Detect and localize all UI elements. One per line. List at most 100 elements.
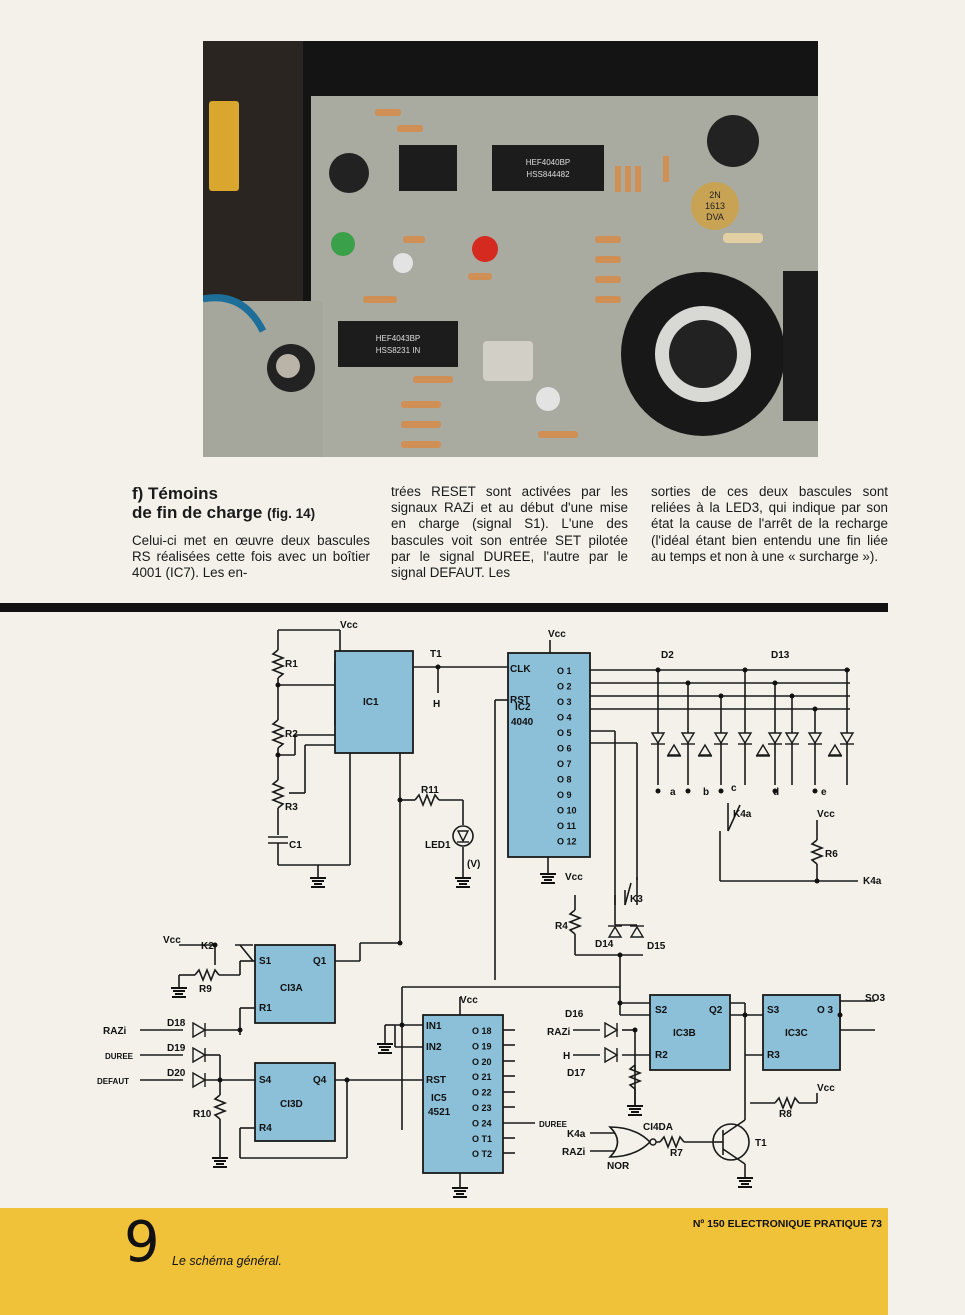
ic3c-label: IC3C (785, 1028, 808, 1039)
ic5-in1: IN1 (426, 1021, 442, 1032)
ic2-label: IC2 (515, 702, 531, 713)
ic3c-r3: R3 (767, 1050, 780, 1061)
figure-caption: Le schéma général. (172, 1254, 282, 1268)
r2-label: R2 (285, 729, 298, 740)
input-duree: DUREE (105, 1052, 134, 1061)
nor-label: NOR (607, 1161, 630, 1172)
d2-label: D2 (661, 650, 674, 661)
k2-label: K2 (201, 941, 214, 952)
ic2-output-pin: O 5 (557, 728, 572, 738)
ic5-in2: IN2 (426, 1042, 442, 1053)
d16-label: D16 (565, 1009, 584, 1020)
c1-label: C1 (289, 840, 302, 851)
ic5-output-pin: O 20 (472, 1057, 492, 1067)
vcc-ic5: Vcc (460, 995, 478, 1006)
ic2-box (507, 652, 591, 858)
r3-label: R3 (285, 802, 298, 813)
duree-output: DUREE (539, 1120, 568, 1129)
ic2-output-pin: O 2 (557, 682, 572, 692)
out-e: e (821, 787, 827, 798)
horizontal-rule (0, 603, 888, 612)
ic5-output-labels: O 18O 19O 20O 21O 22O 23O 24O T1O T2 (472, 1026, 492, 1159)
board-illustration: HEF4040BP HSS844482 HEF4043BP HSS8231 IN… (203, 41, 818, 457)
vcc-k2: Vcc (163, 935, 181, 946)
ic2-output-pin: O 1 (557, 666, 572, 676)
d19-label: D19 (167, 1043, 186, 1054)
transistor-line1: 2N (709, 190, 721, 200)
ci3a-s1: S1 (259, 956, 272, 967)
input-razi: RAZi (103, 1026, 127, 1037)
ic3c-o3: O 3 (817, 1005, 834, 1016)
d20-label: D20 (167, 1068, 186, 1079)
ci3d-box (254, 1062, 336, 1142)
ic5-output-pin: O 21 (472, 1072, 492, 1082)
ic2-output-pin: O 10 (557, 806, 577, 816)
r11-label: R11 (421, 785, 439, 796)
circuit-board-photo: HEF4040BP HSS844482 HEF4043BP HSS8231 IN… (203, 41, 818, 457)
column-3-text: sorties de ces deux bascules sont reliée… (651, 484, 888, 564)
ci3d-q4: Q4 (313, 1075, 327, 1086)
column-2-text: trées RESET sont activées par les signau… (391, 484, 628, 581)
ic2-type: 4040 (511, 717, 534, 728)
ic5-label: IC5 (431, 1093, 447, 1104)
k4a-selector-label: K4a (733, 809, 752, 820)
r7-label: R7 (670, 1148, 683, 1159)
led1-v-label: (V) (467, 859, 480, 870)
ic3b-box (649, 994, 731, 1071)
vcc-ic2: Vcc (548, 629, 566, 640)
ic3c-s3: S3 (767, 1005, 780, 1016)
ci3d-label: CI3D (280, 1099, 303, 1110)
r4-label: R4 (555, 921, 568, 932)
text-column-3: sorties de ces deux bascules sont reliée… (651, 484, 888, 565)
k3-label: K3 (630, 894, 643, 905)
transistor-line3: DVA (706, 212, 724, 222)
t1-transistor-label: T1 (755, 1138, 767, 1149)
ic2-output-pin: O 6 (557, 744, 572, 754)
ic5-output-pin: O 23 (472, 1103, 492, 1113)
h-label: H (433, 699, 440, 710)
ic5-output-pin: O 18 (472, 1026, 492, 1036)
ic5-output-pin: O 22 (472, 1088, 492, 1098)
text-column-2: trées RESET sont activées par les signau… (391, 484, 628, 581)
ic1-box (334, 650, 414, 754)
ci3a-label: CI3A (280, 983, 303, 994)
ic3b-s2: S2 (655, 1005, 668, 1016)
ic5-output-pin: O T2 (472, 1149, 492, 1159)
h-ic3b: H (563, 1051, 570, 1062)
so3-label: SO3 (865, 993, 885, 1004)
out-c: c (731, 783, 737, 794)
ci3a-r1: R1 (259, 1003, 272, 1014)
section-heading-line2: de fin de charge (132, 503, 263, 522)
vcc-ic1: Vcc (340, 620, 358, 631)
ic5-box (422, 1014, 504, 1174)
r8-label: R8 (779, 1109, 792, 1120)
ic5-output-pin: O 24 (472, 1118, 492, 1128)
vcc-r8: Vcc (817, 1083, 835, 1094)
d14-label: D14 (595, 939, 614, 950)
d18-label: D18 (167, 1018, 186, 1029)
ic2-output-pin: O 3 (557, 697, 572, 707)
text-column-1: f) Témoins de fin de charge (fig. 14) Ce… (132, 484, 370, 582)
ci3d-s4: S4 (259, 1075, 272, 1086)
ic2-rst: RST (510, 695, 530, 706)
ci4da-label: CI4DA (643, 1122, 673, 1133)
chip1-label: HEF4040BP (526, 158, 570, 167)
input-defaut: DEFAUT (97, 1077, 129, 1086)
razi-ic3b: RAZi (547, 1027, 571, 1038)
section-heading-figref: (fig. 14) (267, 506, 316, 521)
section-heading-line1: f) Témoins (132, 484, 218, 503)
k4a-output-label: K4a (863, 876, 882, 887)
vcc-k3: Vcc (565, 872, 583, 883)
schematic-diagram: Vcc Vcc Vcc Vcc Vcc Vcc Vcc IC1 IC2 4040… (97, 620, 885, 1198)
ci3a-box (254, 944, 336, 1024)
ic5-output-pin: O 19 (472, 1041, 492, 1051)
ci3a-q1: Q1 (313, 956, 327, 967)
d15-label: D15 (647, 941, 666, 952)
k4a-nor-input: K4a (567, 1129, 586, 1140)
ic2-clk: CLK (510, 664, 531, 675)
led1-label: LED1 (425, 840, 451, 851)
out-b: b (703, 787, 709, 798)
bottom-banner (0, 1208, 888, 1315)
figure-number: 9 (124, 1210, 160, 1275)
ic2-output-pin: O 11 (557, 821, 576, 831)
